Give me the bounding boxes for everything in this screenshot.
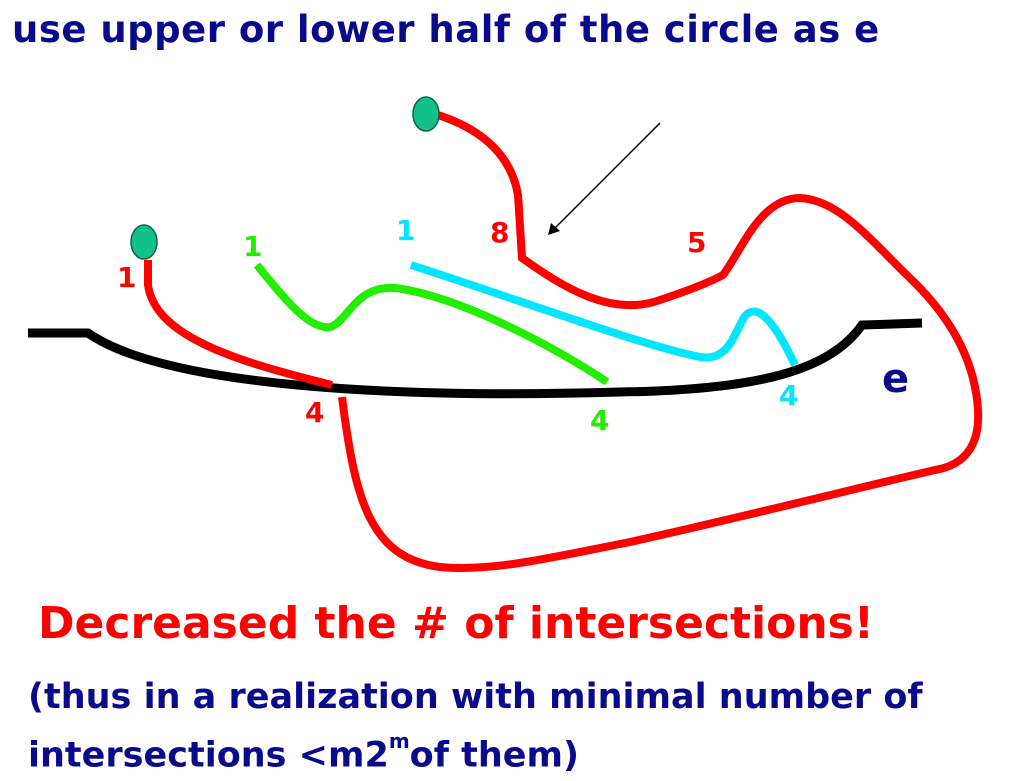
label-green-end: 4 <box>590 404 609 437</box>
slide-title: use upper or lower half of the circle as… <box>12 8 880 51</box>
pointer-arrowhead <box>548 223 560 235</box>
red-left-curve <box>144 260 333 389</box>
pointer-arrow-line <box>550 122 661 233</box>
note-line-2-suffix: of them) <box>409 735 579 776</box>
note-line-1: (thus in a realization with minimal numb… <box>28 677 923 717</box>
edge-e-curve <box>28 318 923 399</box>
red-long-curve <box>338 108 983 573</box>
note-line-2: intersections <m2mof them) <box>28 722 923 781</box>
cyan-curve <box>409 261 799 367</box>
label-red-mid: 8 <box>490 216 509 249</box>
note-text: (thus in a realization with minimal numb… <box>28 672 923 781</box>
conclusion-text: Decreased the # of intersections! <box>38 598 874 649</box>
note-line-2-prefix: intersections <m2 <box>28 735 389 776</box>
label-edge-e: e <box>882 356 909 402</box>
green-curve <box>253 262 610 386</box>
label-red-right: 5 <box>687 226 706 259</box>
label-green-start: 1 <box>243 230 262 263</box>
label-red-left-start: 1 <box>117 261 136 294</box>
label-red-left-end: 4 <box>305 396 324 429</box>
vertex-top <box>412 96 440 132</box>
label-cyan-end: 4 <box>779 379 798 412</box>
note-exponent: m <box>388 729 410 753</box>
label-cyan-start: 1 <box>396 214 415 247</box>
vertex-left <box>130 224 158 260</box>
